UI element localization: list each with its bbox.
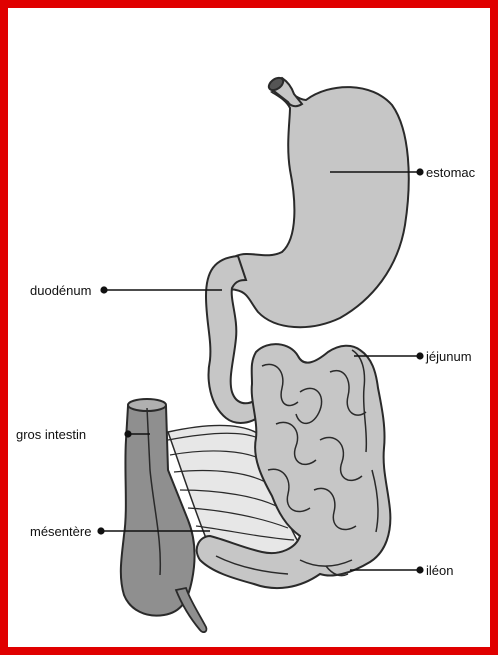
stomach	[220, 87, 409, 327]
label-estomac: estomac	[426, 165, 476, 180]
appendix	[176, 588, 206, 632]
label-jejunum: jéjunum	[425, 349, 472, 364]
label-gros-intestin: gros intestin	[16, 427, 86, 442]
label-mesentere: mésentère	[30, 524, 91, 539]
label-duodenum: duodénum	[30, 283, 91, 298]
label-ileon: iléon	[426, 563, 453, 578]
